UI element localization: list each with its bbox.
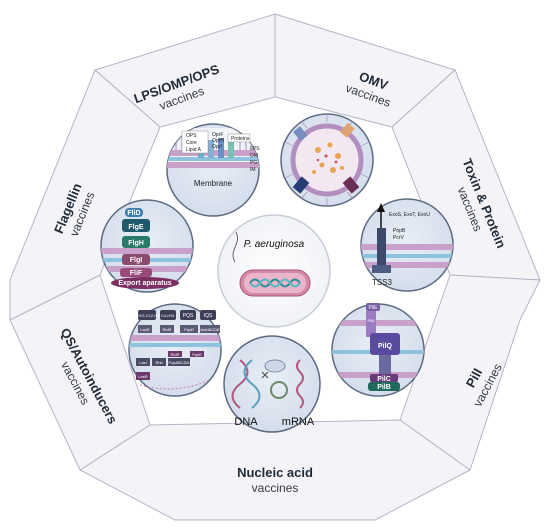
heptagon-frame xyxy=(9,13,541,521)
qs-panel: 3-OXO-C12-HSL C4-HSL PQS IQS LasR RhlR P… xyxy=(128,303,222,397)
layer-om: OM xyxy=(250,153,258,159)
qs-syn-2: RhlI xyxy=(155,360,162,365)
layer-lps: LPS xyxy=(250,146,260,152)
legend-lipid-a: Lipid A xyxy=(186,147,202,153)
mrna-strand xyxy=(296,359,304,409)
segment-flagellin xyxy=(9,69,161,321)
part-flgi: FlgI xyxy=(130,257,142,264)
membrane-panel: OPS Core Lipid A OprF OprH OprI Proteins… xyxy=(166,123,260,217)
dna-helix xyxy=(231,359,261,409)
protein-oprf: OprF xyxy=(212,132,223,138)
qs-reg-1: LasR xyxy=(140,327,149,332)
legend-ops: OPS xyxy=(186,133,197,139)
qs-syn-5: RhlR xyxy=(171,352,180,357)
protein-oprh: OprH xyxy=(212,138,224,144)
qs-syn-1: LasI xyxy=(139,360,147,365)
qs-syn-6: PqsE xyxy=(192,352,202,357)
pili-panel: PilE PilA PilQ PilC PilB xyxy=(331,303,425,397)
qs-signal-3: PQS xyxy=(183,313,194,319)
qs-reg-3: PqsR xyxy=(184,327,194,332)
center-title: P. aeruginosa xyxy=(244,239,305,250)
nucleic-panel: DNA mRNA xyxy=(223,335,321,433)
pili-part-pilb: PilB xyxy=(377,384,391,391)
qs-signal-1: 3-OXO-C12-HSL xyxy=(132,313,163,318)
export-apparatus-caption: Export aparatus xyxy=(118,280,171,287)
proteins-label: Proteins xyxy=(231,136,250,142)
tss3-pcrv: PcrV xyxy=(393,235,405,241)
tss3-effectors: ExoS, ExoT, ExoU xyxy=(389,212,430,218)
pili-part-pilc: PilC xyxy=(377,376,391,383)
omv-panel xyxy=(280,113,374,207)
flagellum-line xyxy=(232,231,238,263)
layer-im: IM xyxy=(250,167,256,173)
part-flgh: FlgH xyxy=(128,240,144,247)
pili-part-pila: PilA xyxy=(367,318,374,323)
layer-pg: PG xyxy=(250,160,257,166)
qs-reg-4: AmbBCDE xyxy=(200,327,220,332)
nucleic-title: Nucleic acid xyxy=(237,465,313,480)
tss3-caption: TSS3 xyxy=(372,278,393,287)
label-nucleic: Nucleic acid vaccines xyxy=(237,465,313,495)
qs-syn-3: PqsABCDH xyxy=(169,360,190,365)
pili-part-pilq: PilQ xyxy=(378,343,393,350)
membrane-legend-box xyxy=(181,130,209,154)
plasmid-icon xyxy=(270,381,288,399)
part-flif: FliF xyxy=(130,270,143,277)
legend-core: Core xyxy=(186,140,197,146)
part-flge: FlgE xyxy=(128,224,143,231)
protein-opri: OprI xyxy=(212,144,222,150)
qs-reg-2: RhlR xyxy=(163,327,172,332)
center-bacterium-panel: P. aeruginosa xyxy=(217,214,331,328)
part-flid: FliD xyxy=(127,210,140,217)
nucleic-dna-label: DNA xyxy=(234,416,258,428)
nucleic-mrna-label: mRNA xyxy=(282,416,315,428)
qs-signal-2: C4-HSL xyxy=(161,313,176,318)
tss3-popb: PopB xyxy=(393,228,406,234)
pili-part-pile: PilE xyxy=(369,305,379,311)
nucleic-sub: vaccines xyxy=(252,481,299,495)
bacterium-icon xyxy=(239,269,311,297)
qs-signal-4: IQS xyxy=(204,313,213,319)
flagellin-panel: FliD FlgE FlgH FlgI FliF Export aparatus xyxy=(100,199,194,293)
tss3-panel: ExoS, ExoT, ExoU PopB PcrV TSS3 xyxy=(360,198,454,292)
membrane-caption: Membrane xyxy=(194,179,233,188)
qs-syn-4: LasR xyxy=(138,374,147,379)
